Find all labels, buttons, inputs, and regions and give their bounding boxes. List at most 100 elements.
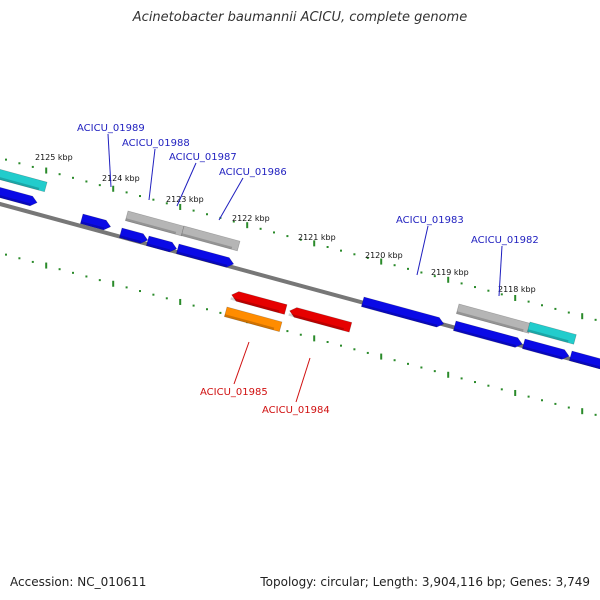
minor-tick [420,271,423,274]
minor-tick [165,202,168,205]
minor-tick [31,260,34,263]
scale-label: 2124 kbp [102,174,140,183]
gene-arrow-shade [176,251,228,268]
minor-tick [487,384,490,387]
minor-tick [554,402,557,405]
minor-tick [192,209,195,212]
gene-blue-short-2 [146,235,178,253]
minor-tick [326,246,329,249]
minor-tick [460,377,463,380]
minor-tick [286,330,289,333]
gene-label-leader-line [416,225,429,276]
scale-label: 2121 kbp [298,233,336,242]
gene-arrow-shade [527,329,569,343]
gene-arrow-shade [146,243,171,252]
gene-cyan-right [527,321,577,345]
minor-tick [273,231,275,234]
gene-label: ACICU_01986 [219,167,287,178]
gene-arrow-body [80,213,112,231]
gene-arrow-shade [119,235,142,244]
gene-arrow-body [527,321,577,345]
minor-tick [366,256,369,259]
scale-label: 2118 kbp [498,285,536,294]
gene-arrow-shade [453,328,516,348]
minor-tick [58,173,61,176]
minor-tick [31,165,34,168]
gene-blue-01983 [361,296,445,328]
minor-tick [420,366,423,369]
gene-label-leader-line [295,357,311,403]
gene-arrow-body [522,338,570,360]
minor-tick [474,286,476,289]
gene-label-leader-line [218,177,244,221]
minor-tick [407,267,409,270]
minor-tick [500,388,503,391]
minor-tick [139,290,141,293]
gene-arrow-body [289,307,353,333]
scale-label: 2120 kbp [365,251,403,260]
gene-arrow-body [231,291,288,315]
gene-blue-01986 [176,243,235,268]
minor-tick [407,362,409,365]
minor-tick [299,333,302,336]
minor-tick [340,249,342,252]
minor-tick [125,286,128,289]
gene-arrow-body [0,167,48,193]
minor-tick [500,293,503,296]
gene-arrow-body [453,320,523,348]
gene-label-leader-line [498,245,503,297]
minor-tick [152,198,155,201]
minor-tick [567,311,570,314]
minor-tick [98,184,101,187]
gene-arrow-shade [361,304,438,328]
minor-tick [527,300,530,303]
gene-grey-01987 [181,225,241,252]
minor-tick [192,304,195,307]
gene-arrow-shade [80,221,105,230]
minor-tick [487,289,490,292]
minor-tick [474,381,476,384]
gene-orange-01985 [224,306,283,332]
minor-tick [393,264,396,267]
gene-label: ACICU_01982 [471,235,539,246]
gene-arrow-body [176,243,235,268]
minor-tick [85,275,88,278]
minor-tick [527,395,530,398]
minor-tick [340,344,342,347]
gene-arrow-body [146,235,178,253]
gene-red-01984 [288,307,353,333]
scale-label: 2119 kbp [431,268,469,277]
gene-label: ACICU_01987 [169,152,237,163]
minor-tick [152,293,155,296]
gene-label: ACICU_01985 [200,387,268,398]
gene-arrow-shade [0,193,31,206]
minor-tick [541,399,543,402]
gene-arrow-shade [181,233,233,250]
minor-tick [98,279,101,282]
minor-tick [5,253,7,256]
gene-arrow-body [125,210,185,237]
gene-blue-small [80,213,112,231]
minor-tick [206,213,208,216]
gene-label: ACICU_01989 [77,123,145,134]
accession-text: Accession: NC_010611 [10,575,147,589]
gene-label-leader-line [233,341,250,385]
gene-arrow-shade [522,346,563,360]
gene-arrow-shade [456,311,524,332]
minor-tick [58,268,61,271]
minor-tick [299,238,302,241]
gene-blue-short-1 [119,227,149,244]
gene-red-01985 [230,291,288,315]
minor-tick [139,195,141,198]
minor-tick [460,282,463,285]
gene-label: ACICU_01988 [122,138,190,149]
genome-stats-text: Topology: circular; Length: 3,904,116 bp… [260,575,590,589]
gene-arrow-body [569,350,600,370]
gene-cyan-left [0,167,48,193]
minor-tick [259,227,262,230]
scale-label: 2123 kbp [166,195,204,204]
gene-label: ACICU_01983 [396,215,464,226]
minor-tick [18,162,21,165]
scale-label: 2122 kbp [232,214,270,223]
